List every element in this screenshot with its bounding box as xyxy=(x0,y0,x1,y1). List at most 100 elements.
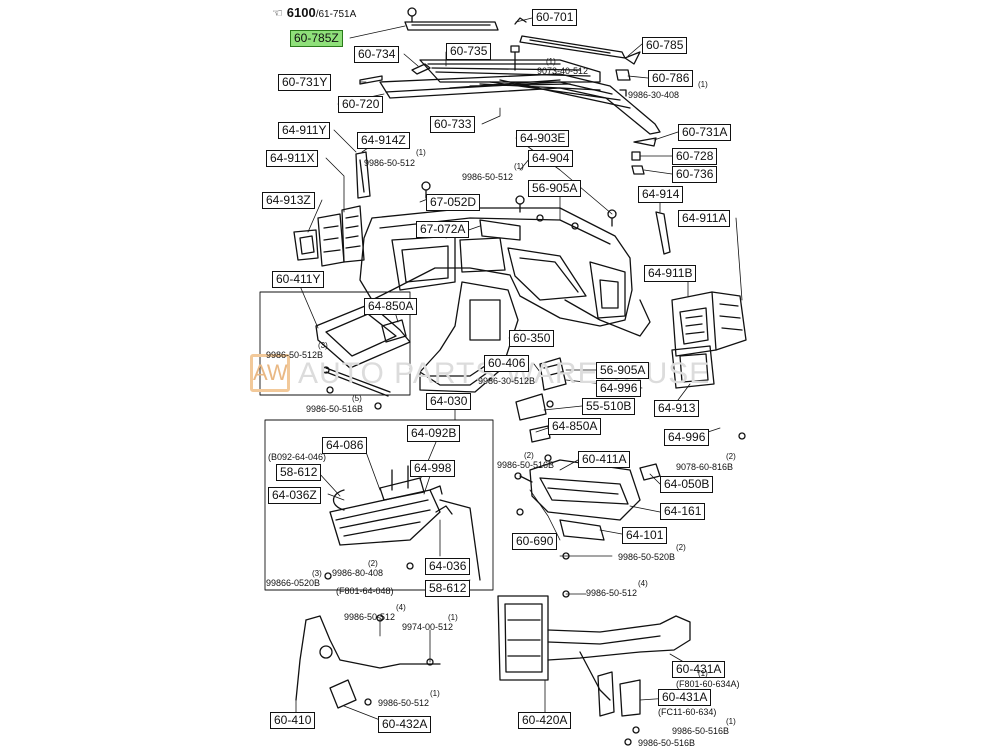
part-label[interactable]: 60-785 xyxy=(642,37,688,54)
part-label[interactable]: 60-733 xyxy=(430,116,476,133)
part-label[interactable]: 64-050B xyxy=(660,476,714,493)
part-label[interactable]: 64-911X xyxy=(266,150,319,167)
part-label[interactable]: 60-350 xyxy=(509,330,555,347)
part-label[interactable]: 67-052D xyxy=(426,194,481,211)
storage-pocket xyxy=(514,357,661,541)
right-vents xyxy=(655,211,747,389)
part-label[interactable]: 58-612 xyxy=(425,580,471,597)
quantity-marker: (1) xyxy=(514,162,524,171)
part-label[interactable]: 60-731Y xyxy=(278,74,332,91)
part-label[interactable]: 64-911B xyxy=(644,265,697,282)
part-label[interactable]: 60-736 xyxy=(672,166,718,183)
part-label[interactable]: 60-432A xyxy=(378,716,432,733)
pointing-hand-icon: ☜ xyxy=(272,6,283,20)
fastener-part-number: 9986-50-512B xyxy=(266,350,324,360)
part-label[interactable]: 60-431A xyxy=(672,661,726,678)
part-label[interactable]: 60-786 xyxy=(648,70,694,87)
part-label[interactable]: 64-911A xyxy=(678,210,731,227)
fastener-part-number: 9986-50-512 xyxy=(586,588,638,598)
quantity-marker: (2) xyxy=(726,452,736,461)
quantity-marker: (1) xyxy=(430,689,440,698)
quantity-marker: (1) xyxy=(448,613,458,622)
quantity-marker: (5) xyxy=(352,394,362,403)
part-label[interactable]: 64-996 xyxy=(596,380,642,397)
fastener-part-number: 9986-30-408 xyxy=(628,90,680,100)
part-label[interactable]: 64-996 xyxy=(664,429,710,446)
part-label[interactable]: 56-905A xyxy=(596,362,650,379)
part-label[interactable]: 64-092B xyxy=(407,425,461,442)
part-label[interactable]: 60-411Y xyxy=(272,271,325,288)
quantity-marker: (4) xyxy=(396,603,406,612)
part-label[interactable]: 64-036 xyxy=(425,558,471,575)
fastener-part-number: 9974-00-512 xyxy=(402,622,454,632)
quantity-marker: (1) xyxy=(698,80,708,89)
part-label[interactable]: 60-701 xyxy=(532,9,578,26)
part-label[interactable]: 60-420A xyxy=(518,712,572,729)
diagram-header: ☜6100/61-751A xyxy=(272,4,356,22)
fastener-part-number: 9986-50-512 xyxy=(378,698,430,708)
fastener-part-number: 9073-40-512 xyxy=(537,66,589,76)
fastener-part-number: 9986-30-512B xyxy=(478,376,536,386)
part-label[interactable]: 60-720 xyxy=(338,96,384,113)
left-vents xyxy=(293,151,371,267)
fastener-part-number: (F801-64-048) xyxy=(336,586,394,596)
fastener-part-number: 9078-60-816B xyxy=(676,462,734,472)
part-label[interactable]: 64-998 xyxy=(410,460,456,477)
part-label[interactable]: 60-731A xyxy=(678,124,732,141)
part-label[interactable]: 64-030 xyxy=(426,393,472,410)
fastener-part-number: 9986-50-516B xyxy=(638,738,696,748)
part-label[interactable]: 64-086 xyxy=(322,437,368,454)
dashboard-frame xyxy=(295,595,691,717)
part-label[interactable]: 60-431A xyxy=(658,689,712,706)
part-label[interactable]: 67-072A xyxy=(416,221,470,238)
part-label[interactable]: 60-734 xyxy=(354,46,400,63)
fastener-part-number: 9986-50-512 xyxy=(364,158,416,168)
fastener-part-number: 99866-0520B xyxy=(266,578,321,588)
fastener-part-number: 9986-50-516B xyxy=(672,726,730,736)
quantity-marker: (1) xyxy=(698,669,708,678)
part-label[interactable]: 64-913Z xyxy=(262,192,315,209)
part-label[interactable]: 60-406 xyxy=(484,355,530,372)
fastener-part-number: 9986-50-516B xyxy=(497,460,555,470)
quantity-marker: (3) xyxy=(318,341,328,350)
fastener-part-number: 9986-50-512 xyxy=(344,612,396,622)
quantity-marker: (1) xyxy=(726,717,736,726)
fastener-part-number: 9986-50-520B xyxy=(618,552,676,562)
part-label[interactable]: 64-911Y xyxy=(278,122,331,139)
part-label[interactable]: 64-914Z xyxy=(357,132,410,149)
quantity-marker: (4) xyxy=(638,579,648,588)
fastener-part-number: (FC11-60-634) xyxy=(658,707,717,717)
fastener-part-number: 9986-80-408 xyxy=(332,568,384,578)
fastener-part-number: (F801-60-634A) xyxy=(676,679,740,689)
header-ref: /61-751A xyxy=(315,9,357,20)
part-label[interactable]: 64-904 xyxy=(528,150,574,167)
part-label[interactable]: 64-101 xyxy=(622,527,668,544)
part-label[interactable]: 60-735 xyxy=(446,43,492,60)
part-label[interactable]: 64-161 xyxy=(660,503,706,520)
part-label[interactable]: 60-410 xyxy=(270,712,316,729)
header-code: 6100 xyxy=(286,5,316,20)
part-label[interactable]: 60-690 xyxy=(512,533,558,550)
quantity-marker: (1) xyxy=(416,148,426,157)
fasteners xyxy=(324,181,746,746)
part-label[interactable]: 58-612 xyxy=(276,464,322,481)
part-label[interactable]: 60-411A xyxy=(578,451,631,468)
part-label[interactable]: 64-913 xyxy=(654,400,700,417)
quantity-marker: (1) xyxy=(546,57,556,66)
part-label[interactable]: 64-903E xyxy=(516,130,570,147)
quantity-marker: (2) xyxy=(676,543,686,552)
part-label[interactable]: 64-850A xyxy=(548,418,602,435)
part-label[interactable]: 64-914 xyxy=(638,186,684,203)
part-label[interactable]: 55-510B xyxy=(582,398,636,415)
upper-trim-parts xyxy=(359,7,661,175)
part-label[interactable]: 64-850A xyxy=(364,298,418,315)
part-label[interactable]: 64-036Z xyxy=(268,487,321,504)
fastener-part-number: 9986-50-512 xyxy=(462,172,514,182)
part-label[interactable]: 60-728 xyxy=(672,148,718,165)
part-label-highlighted[interactable]: 60-785Z xyxy=(290,30,343,47)
quantity-marker: (2) xyxy=(524,451,534,460)
fastener-part-number: (B092-64-046) xyxy=(268,452,327,462)
part-label[interactable]: 56-905A xyxy=(528,180,582,197)
